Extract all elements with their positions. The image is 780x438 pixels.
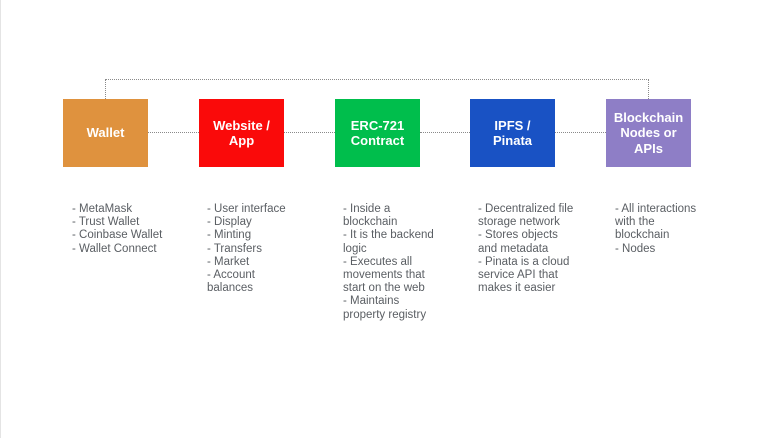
node-box-ipfs-pinata: IPFS / Pinata (470, 99, 555, 167)
list-erc721-contract: - Inside a blockchain - It is the backen… (343, 203, 469, 322)
list-item: - Pinata is a cloud service API that mak… (478, 255, 570, 295)
list-item: - Coinbase Wallet (72, 229, 163, 242)
connector-top-feedback-line (105, 79, 649, 80)
connector-ipfs-nodes (555, 132, 606, 133)
connector-website-contract (284, 132, 335, 133)
list-blockchain-nodes: - All interactions with the blockchain -… (615, 203, 741, 256)
list-item: - All interactions with the blockchain (615, 203, 697, 242)
list-item: - Trust Wallet (72, 216, 140, 229)
node-box-erc721-contract: ERC-721 Contract (335, 99, 420, 167)
list-item: - Transfers (207, 242, 262, 255)
connector-drop-to-wallet (105, 79, 106, 99)
list-item: - Market (207, 255, 250, 268)
connector-contract-ipfs (420, 132, 470, 133)
list-item: - Stores objects and metadata (478, 229, 558, 255)
node-box-website-app: Website / App (199, 99, 284, 167)
list-website-app: - User interface - Display - Minting - T… (207, 203, 333, 295)
list-item: - Maintains property registry (343, 295, 427, 321)
node-label-wallet: Wallet (86, 125, 125, 141)
list-ipfs-pinata: - Decentralized file storage network - S… (478, 203, 604, 295)
list-item: - User interface (207, 203, 286, 215)
node-box-wallet: Wallet (63, 99, 148, 167)
slide-left-edge (0, 0, 1, 438)
list-item: - Minting (207, 229, 252, 242)
list-item: - Account balances (207, 269, 255, 295)
node-label-ipfs-pinata: IPFS / Pinata (492, 117, 532, 149)
list-wallet: - MetaMask - Trust Wallet - Coinbase Wal… (72, 203, 198, 256)
node-box-blockchain-nodes: Blockchain Nodes or APIs (606, 99, 691, 167)
list-item: - MetaMask (72, 203, 133, 215)
list-item: - Inside a blockchain (343, 203, 398, 229)
list-item: - Display (207, 216, 252, 229)
list-item: - Wallet Connect (72, 242, 157, 255)
node-label-website-app: Website / App (213, 117, 270, 149)
list-item: - Executes all movements that start on t… (343, 255, 425, 295)
list-item: - Decentralized file storage network (478, 203, 574, 229)
list-item: - Nodes (615, 242, 656, 255)
connector-drop-to-blockchain-nodes (648, 79, 649, 99)
node-label-erc721-contract: ERC-721 Contract (350, 117, 405, 149)
list-item: - It is the backend logic (343, 229, 434, 255)
node-label-blockchain-nodes: Blockchain Nodes or APIs (613, 109, 684, 156)
connector-wallet-website (148, 132, 199, 133)
